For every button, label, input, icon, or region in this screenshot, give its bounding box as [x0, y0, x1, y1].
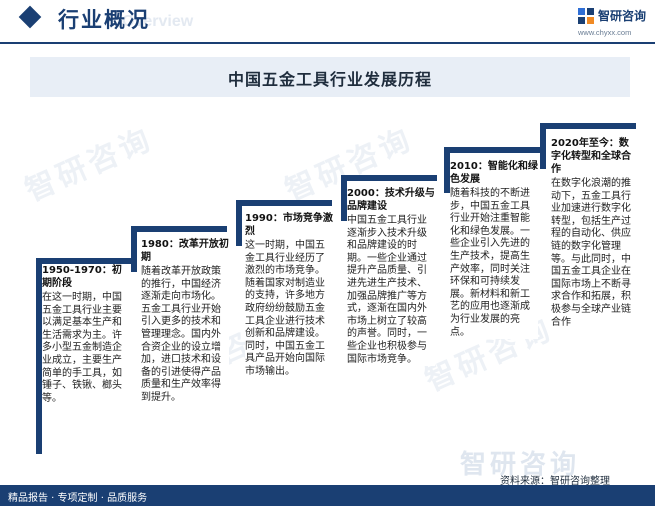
stair-riser	[236, 200, 242, 246]
logo-icon	[578, 8, 594, 24]
stage-title: 2010：智能化和绿色发展	[450, 161, 538, 185]
stair-riser	[131, 226, 137, 272]
stair-riser	[540, 123, 546, 169]
stage-title: 2020年至今：数字化转型和全球合作	[551, 138, 631, 175]
banner-title: 中国五金工具行业发展历程	[227, 70, 432, 89]
stage-2020: 2020年至今：数字化转型和全球合作 在数字化浪潮的推动下，五金工具行业加速进行…	[551, 137, 637, 330]
stage-title: 1990：市场竞争激烈	[245, 213, 333, 237]
stage-title: 1950-1970：初期阶段	[42, 265, 122, 289]
stair-riser	[36, 258, 42, 454]
page-header: Overview 行业概况 智研咨询 www.chyxx.com	[0, 0, 655, 40]
header-title: 行业概况	[58, 8, 150, 32]
stage-1980: 1980：改革开放初期 随着改革开放政策的推行，中国经济逐渐走向市场化。五金工具…	[141, 238, 229, 405]
stage-body: 这一时期，中国五金工具行业经历了激烈的市场竞争。随着国家对制造业的支持，许多地方…	[245, 240, 325, 377]
stair-riser	[341, 175, 347, 221]
stair-step	[236, 200, 332, 206]
stair-step	[341, 175, 437, 181]
stage-2010: 2010：智能化和绿色发展 随着科技的不断进步，中国五金工具行业开始注重智能化和…	[450, 160, 538, 340]
stage-1990: 1990：市场竞争激烈 这一时期，中国五金工具行业经历了激烈的市场竞争。随着国家…	[245, 212, 333, 379]
logo-url: www.chyxx.com	[578, 28, 632, 37]
bottom-bar: 精品报告 · 专项定制 · 品质服务	[0, 485, 655, 506]
watermark: 智研咨询	[20, 121, 159, 209]
title-banner: 中国五金工具行业发展历程	[30, 57, 630, 97]
source-note: 资料来源：智研咨询整理	[500, 476, 610, 487]
stage-body: 随着科技的不断进步，中国五金工具行业开始注重智能化和绿色发展。一些企业引入先进的…	[450, 188, 530, 338]
stair-step	[540, 123, 636, 129]
diamond-icon	[18, 5, 42, 29]
stair-step	[36, 258, 132, 264]
stage-body: 在数字化浪潮的推动下，五金工具行业加速进行数字化转型，包括生产过程的自动化、供应…	[551, 178, 631, 328]
stair-step	[131, 226, 227, 232]
stage-body: 随着改革开放政策的推行，中国经济逐渐走向市场化。五金工具行业开始引入更多的技术和…	[141, 266, 221, 403]
header-subtitle-en: Overview	[122, 13, 194, 30]
stage-title: 1980：改革开放初期	[141, 239, 229, 263]
stage-title: 2000：技术升级与品牌建设	[347, 188, 435, 212]
stage-2000: 2000：技术升级与品牌建设 中国五金工具行业逐渐步入技术升级和品牌建设的时期。…	[347, 187, 435, 367]
stair-riser	[444, 147, 450, 193]
services-text: 精品报告 · 专项定制 · 品质服务	[8, 493, 148, 504]
stage-body: 在这一时期，中国五金工具行业主要以满足基本生产和生活需求为主。许多小型五金制造企…	[42, 292, 122, 404]
footer-watermark: 智研咨询	[460, 450, 581, 480]
header-divider	[0, 42, 655, 44]
stage-1950: 1950-1970：初期阶段 在这一时期，中国五金工具行业主要以满足基本生产和生…	[42, 264, 130, 406]
stair-step	[444, 147, 540, 153]
stage-body: 中国五金工具行业逐渐步入技术升级和品牌建设的时期。一些企业通过提升产品质量、引进…	[347, 215, 427, 365]
logo-name: 智研咨询	[598, 9, 647, 23]
